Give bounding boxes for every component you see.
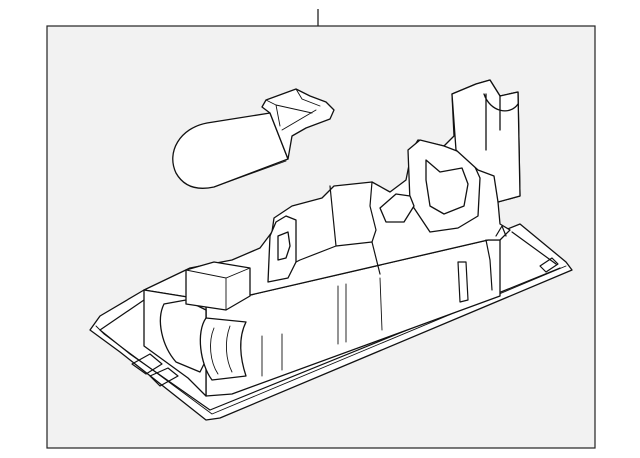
front-slot-1 bbox=[337, 283, 347, 345]
terminal-tower-inner bbox=[425, 159, 469, 215]
top-left-box bbox=[185, 261, 251, 311]
rear-upright-cut bbox=[483, 93, 519, 151]
front-slot-2 bbox=[379, 277, 383, 331]
terminal-tower-slot bbox=[379, 193, 415, 223]
housing-body-top bbox=[143, 79, 521, 303]
latch-tab-hole bbox=[277, 231, 291, 261]
center-wall-2 bbox=[369, 181, 377, 243]
socket-ribs bbox=[210, 325, 233, 375]
front-slot-4 bbox=[261, 333, 283, 377]
tray-tab-left-2 bbox=[149, 367, 179, 387]
connector-socket bbox=[199, 317, 247, 381]
tray-lip bbox=[95, 265, 567, 415]
center-wall bbox=[295, 185, 381, 275]
tray-tab-left bbox=[131, 353, 163, 375]
bulb-base-ridge bbox=[265, 88, 321, 131]
bulb-glass bbox=[172, 112, 289, 189]
housing-part bbox=[89, 79, 573, 421]
bulb-part bbox=[172, 88, 335, 189]
front-slot-3 bbox=[457, 261, 469, 303]
top-left-box-edge bbox=[185, 267, 251, 311]
bulb-highlight bbox=[213, 160, 287, 188]
bulb-base bbox=[261, 88, 335, 160]
right-rib bbox=[485, 225, 507, 291]
tray-tab-right bbox=[539, 257, 559, 273]
